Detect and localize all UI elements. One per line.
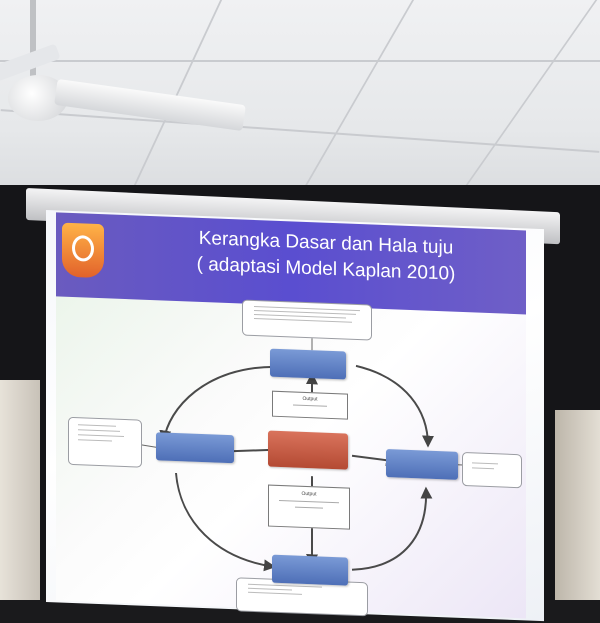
- ceiling: [0, 0, 600, 215]
- output-box-bottom: Output: [268, 484, 350, 530]
- ceiling-grid-line: [0, 109, 600, 153]
- process-box-bottom: [272, 554, 348, 586]
- cycle-arrow-top-left: [159, 365, 277, 443]
- wall-panel-left: [0, 380, 40, 600]
- slide: Kerangka Dasar dan Hala tuju ( adaptasi …: [56, 212, 526, 619]
- cycle-arrow-top-right: [355, 364, 434, 448]
- ceiling-grid-line: [0, 60, 600, 62]
- ceiling-grid-line: [287, 0, 415, 215]
- note-right: [462, 451, 522, 489]
- output-box-bottom-label: Output: [301, 490, 317, 498]
- process-box-right: [386, 449, 458, 480]
- note-left: [68, 416, 142, 468]
- process-box-top: [270, 348, 346, 380]
- process-box-center: [268, 430, 348, 470]
- ceiling-grid-line: [444, 0, 598, 215]
- output-box-top: Output: [272, 390, 348, 420]
- cycle-arrow-bottom-left: [175, 472, 276, 572]
- wall-panel-right: [555, 410, 600, 600]
- note-top: [242, 299, 372, 341]
- projection-screen: Kerangka Dasar dan Hala tuju ( adaptasi …: [46, 210, 544, 622]
- output-box-top-label: Output: [302, 395, 318, 403]
- connector-left-note: [139, 444, 157, 448]
- diagram-arrows: [139, 338, 472, 572]
- logo-icon: [62, 222, 104, 279]
- cycle-arrow-bottom-right: [351, 486, 433, 571]
- slide-title: Kerangka Dasar dan Hala tuju ( adaptasi …: [126, 223, 526, 290]
- process-box-left: [156, 432, 234, 464]
- diagram: Output Output: [56, 296, 526, 618]
